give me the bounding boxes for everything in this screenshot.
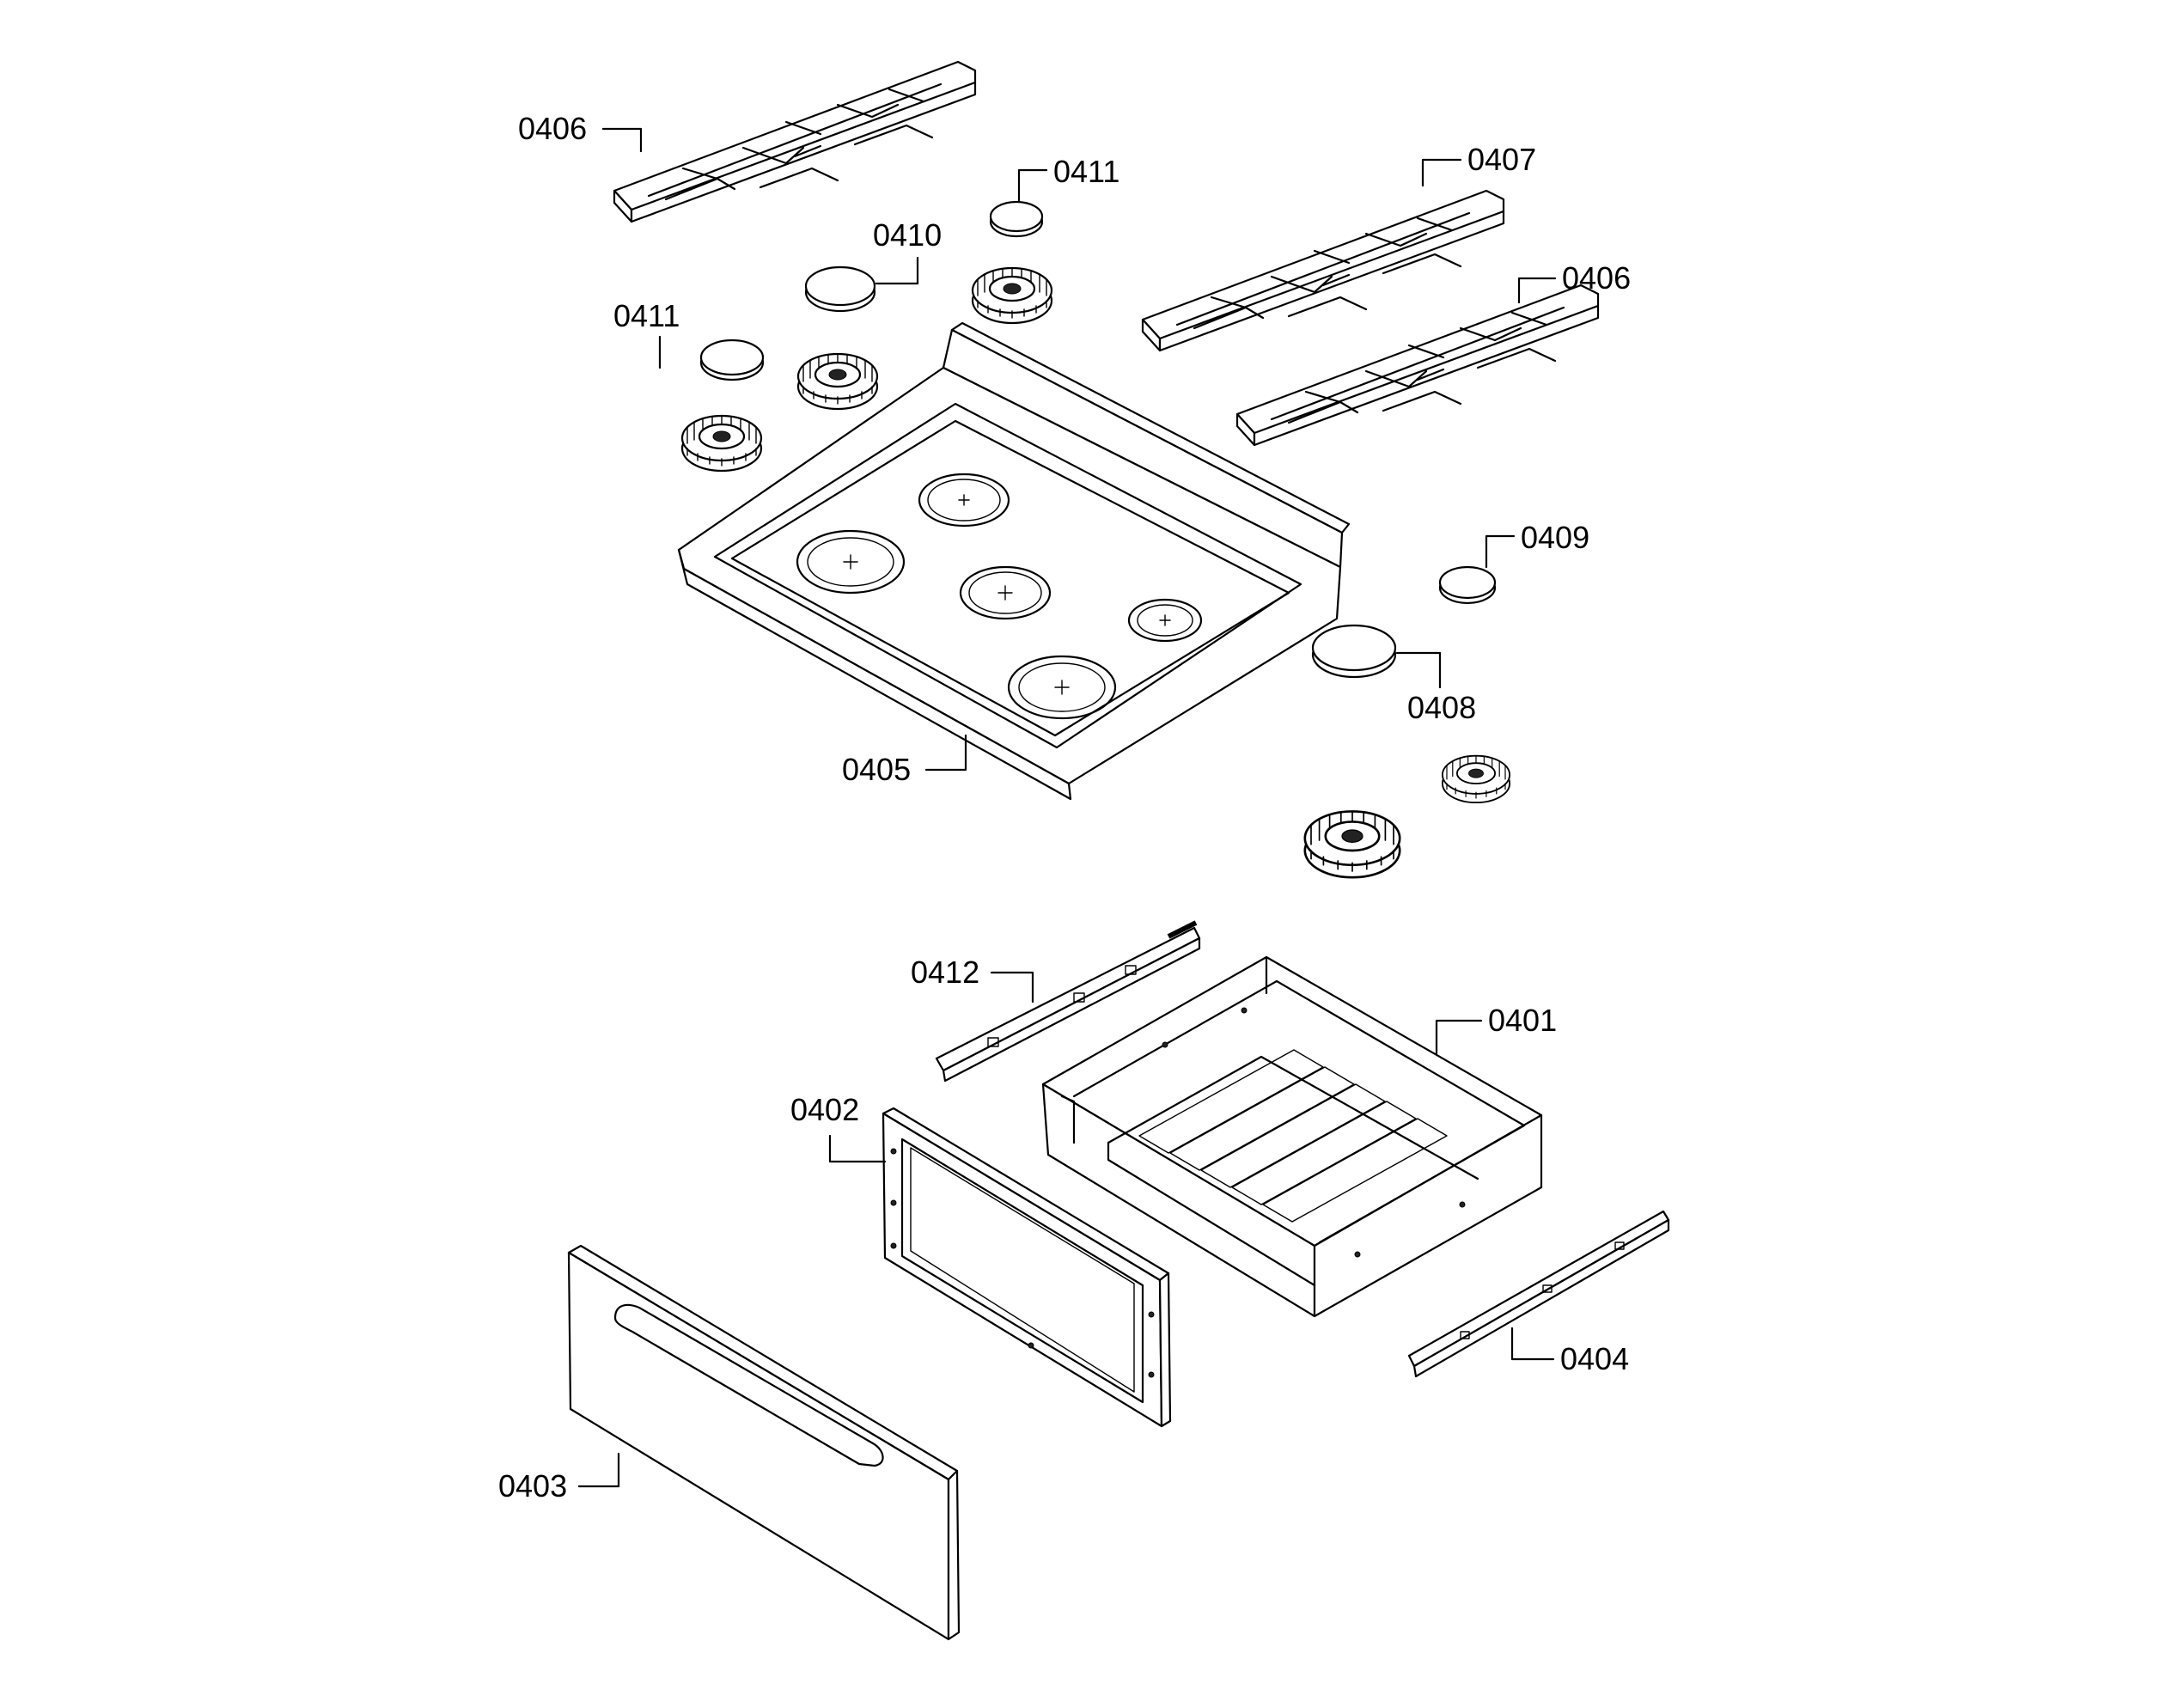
- burner-base-right-large: [1303, 810, 1401, 879]
- cap-large-right: [1311, 624, 1397, 679]
- label-cap-small-left: 0411: [613, 298, 680, 333]
- drawer-front: [567, 1244, 961, 1641]
- grate-right: [1235, 284, 1600, 447]
- label-rail-right: 0404: [1560, 1341, 1629, 1376]
- label-grate-right: 0406: [1562, 260, 1631, 296]
- label-grate-center: 0407: [1467, 142, 1536, 177]
- cap-small-back: [989, 200, 1044, 238]
- drawer-box: [1041, 955, 1543, 1318]
- rail-right: [1407, 1210, 1670, 1378]
- grate-left: [613, 60, 977, 223]
- label-cap-large-back: 0410: [873, 217, 942, 253]
- drawer-inner-panel: [882, 1107, 1172, 1428]
- label-cooktop: 0405: [842, 752, 911, 787]
- label-drawer-box: 0401: [1488, 1003, 1557, 1038]
- label-cap-small-right: 0409: [1521, 520, 1589, 555]
- leader-lines: [577, 127, 1557, 1488]
- cooktop-panel: [677, 321, 1351, 801]
- rail-left: [935, 920, 1201, 1083]
- label-rail-left: 0412: [911, 955, 979, 990]
- burner-base-center: [796, 352, 879, 411]
- label-cap-small-back: 0411: [1053, 154, 1119, 189]
- burner-base-back: [971, 266, 1053, 325]
- label-drawer-inner-panel: 0402: [790, 1092, 859, 1127]
- burner-base-right-small: [1441, 754, 1511, 804]
- label-cap-large-right: 0408: [1407, 690, 1476, 725]
- burner-base-left: [680, 414, 763, 473]
- cap-small-left: [699, 339, 765, 381]
- cap-small-right: [1438, 565, 1497, 605]
- label-drawer-front: 0403: [498, 1468, 567, 1504]
- grate-center: [1141, 189, 1505, 352]
- cap-large-back: [804, 265, 876, 313]
- label-grate-left: 0406: [518, 111, 587, 146]
